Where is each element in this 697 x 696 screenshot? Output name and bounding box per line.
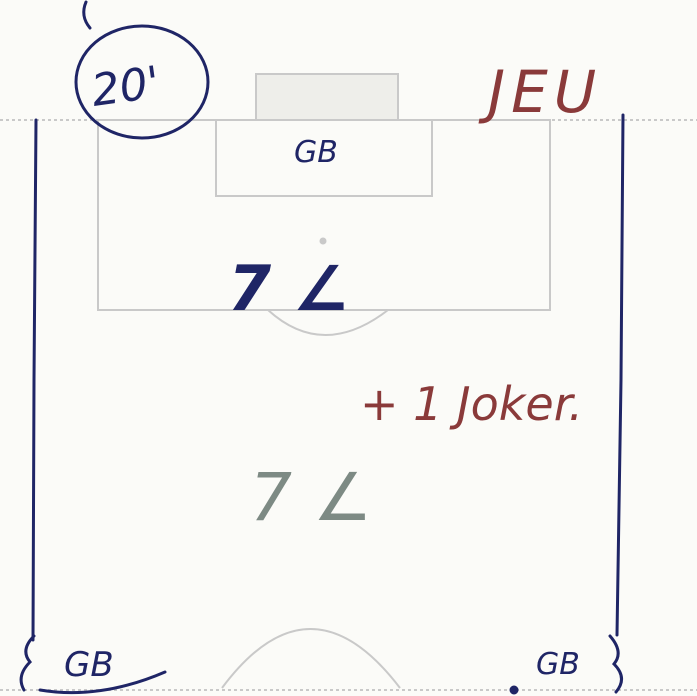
goal-frame xyxy=(255,73,399,121)
penalty-spot xyxy=(319,237,327,245)
bottom-left-goal-arc xyxy=(38,670,167,695)
time-circle-tail xyxy=(82,0,92,30)
joker-label: + 1 Joker. xyxy=(360,377,583,431)
game-label: JEU xyxy=(478,58,602,126)
bottom-left-goal-bracket xyxy=(19,634,36,692)
right-boundary-line xyxy=(615,113,625,637)
bottom-right-goal-bracket xyxy=(608,634,623,694)
team-b-label: 7 ∠ xyxy=(250,459,372,536)
bottom-right-goalkeeper-label: GB xyxy=(536,647,580,682)
playing-zone-boundary xyxy=(19,0,625,695)
left-boundary-line xyxy=(31,118,38,642)
time-circle xyxy=(74,24,210,140)
bottom-left-goalkeeper-label: GB xyxy=(64,645,114,685)
pitch-markings xyxy=(0,73,697,691)
time-label: 20' xyxy=(88,57,163,117)
center-circle-arc xyxy=(221,628,401,689)
top-goalkeeper-label: GB xyxy=(294,135,338,170)
bottom-right-goal-dot xyxy=(509,685,519,695)
penalty-arc xyxy=(267,309,389,336)
team-a-label: 7 ∠ xyxy=(228,252,348,325)
